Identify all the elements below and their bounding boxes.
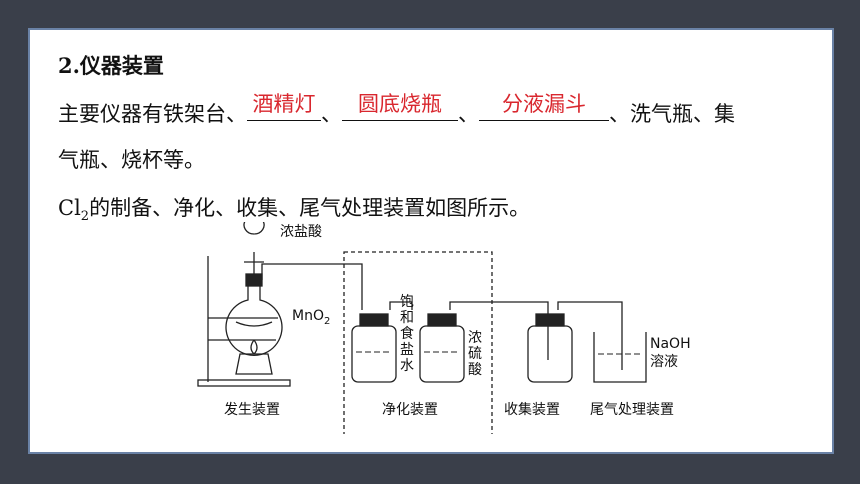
connecting-tube-2 xyxy=(389,301,413,310)
chlorine-subscript: 2 xyxy=(80,209,90,225)
label-acid-1: 浓 xyxy=(468,330,482,346)
connecting-tube-3 xyxy=(449,301,549,360)
label-salt-water-1: 饱 xyxy=(400,294,414,310)
caption-tail-gas: 尾气处理装置 xyxy=(590,402,674,418)
label-salt-water-4: 盐 xyxy=(400,342,414,358)
label-salt-water-5: 水 xyxy=(400,358,414,374)
connecting-tube-4 xyxy=(557,301,623,370)
answer-separatory-funnel: 分液漏斗 xyxy=(502,92,586,116)
label-acid-3: 酸 xyxy=(468,362,482,378)
caption-generation: 发生装置 xyxy=(224,402,280,418)
chlorine-symbol: Cl xyxy=(58,196,81,220)
liquid-levels xyxy=(356,351,642,355)
bottle2-stopper xyxy=(427,313,457,327)
caption-purification: 净化装置 xyxy=(382,402,438,418)
purification-box xyxy=(343,251,493,434)
chlorine-sentence: Cl2的制备、净化、收集、尾气处理装置如图所示。 xyxy=(58,192,530,224)
sentence-continuation: 气瓶、烧杯等。 xyxy=(58,148,205,172)
bottle1-stopper xyxy=(359,313,389,327)
label-salt-water-2: 和 xyxy=(400,310,414,326)
collection-bottle xyxy=(527,325,573,383)
instrument-sentence: 主要仪器有铁架台、酒精灯、圆底烧瓶、分液漏斗、洗气瓶、集 xyxy=(58,92,735,128)
label-mno2: MnO2 xyxy=(292,308,330,327)
section-heading: 2.仪器装置 xyxy=(58,53,164,78)
answer-round-flask: 圆底烧瓶 xyxy=(358,92,442,116)
answer-blank-3: 分液漏斗 xyxy=(479,92,609,121)
separatory-funnel xyxy=(243,222,265,274)
label-salt-water-3: 食 xyxy=(400,325,414,342)
beaker xyxy=(593,332,647,383)
apparatus-diagram: 浓盐酸 MnO2 饱 和 食 盐 水 浓 硫 酸 NaOH 溶液 发生装置 净化… xyxy=(197,222,691,434)
answer-blank-1: 酒精灯 xyxy=(247,92,321,121)
separator-1: 、 xyxy=(321,102,342,126)
label-conc-hcl: 浓盐酸 xyxy=(280,224,322,240)
sentence-suffix: 、洗气瓶、集 xyxy=(609,102,735,126)
wash-bottle-2 xyxy=(419,325,465,383)
round-bottom-flask xyxy=(225,286,283,356)
sentence-prefix: 主要仪器有铁架台、 xyxy=(58,102,247,126)
slide-panel: 2.仪器装置 主要仪器有铁架台、酒精灯、圆底烧瓶、分液漏斗、洗气瓶、集 气瓶、烧… xyxy=(28,28,834,454)
stand-base xyxy=(197,379,291,387)
flask-stopper xyxy=(245,273,263,287)
lamp-flame xyxy=(250,339,258,355)
chlorine-sentence-rest: 的制备、净化、收集、尾气处理装置如图所示。 xyxy=(89,196,531,220)
label-solution: 溶液 xyxy=(650,354,678,370)
wash-bottle-1 xyxy=(351,325,397,383)
bottle3-stopper xyxy=(535,313,565,327)
label-acid-2: 硫 xyxy=(468,346,482,362)
delivery-tube-1 xyxy=(261,263,363,310)
flask-contents xyxy=(235,321,273,327)
answer-alcohol-lamp: 酒精灯 xyxy=(252,92,316,116)
answer-blank-2: 圆底烧瓶 xyxy=(342,92,458,121)
separator-2: 、 xyxy=(458,102,479,126)
alcohol-lamp xyxy=(235,353,273,375)
caption-collection: 收集装置 xyxy=(504,401,560,418)
label-naoh: NaOH xyxy=(650,336,691,352)
